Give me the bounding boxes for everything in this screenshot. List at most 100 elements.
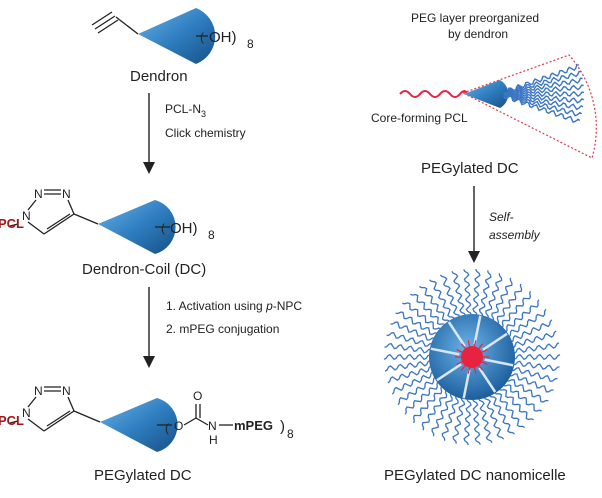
peg-chain [421,389,449,431]
step1-reagent: PCL-N3 [165,102,206,119]
triazole-n3: N [22,209,31,223]
peg-chain [439,274,461,320]
pcl-chain [456,359,466,365]
dendron-cone-icon [100,398,178,452]
peg-chain [383,353,433,361]
step1-click-chemistry: Click chemistry [165,126,246,140]
peg-chain [503,84,584,97]
peg-chain [511,353,561,361]
dendron-coil-structure: N N N ( OH) 8 [9,187,215,254]
subscript-8: 8 [208,228,215,242]
paren-open: ( [165,421,169,435]
pcl-chain [456,349,466,355]
linker-o: O [174,419,183,433]
peg-chain [511,360,560,372]
peg-chain [431,391,454,437]
paren-open: ( [161,221,165,235]
peg-chain [384,359,433,372]
pegylated-dc-label-left: PEGylated DC [94,467,192,484]
nanomicelle [383,268,561,446]
peg-chain [402,302,442,332]
triazole-n1: N [34,187,43,201]
peg-chain [391,370,436,395]
peg-chain [478,270,492,319]
peg-chain [404,380,442,415]
arrowhead-step-1 [143,162,155,174]
carbamate-n: N [208,419,217,433]
subscript-8: 8 [247,37,254,51]
step2-conjugation: 2. mPEG conjugation [166,322,279,336]
nanomicelle-label: PEGylated DC nanomicelle [384,467,566,484]
peg-chain [502,299,540,334]
peg-chain [463,396,472,446]
shell-dividers [430,315,514,399]
triazole-n3: N [22,406,31,420]
pcl-chain [476,362,484,371]
mpeg-label: mPEG [234,418,273,433]
peg-chain [493,389,525,429]
peg-chain [397,376,438,406]
dendron-coil-label: Dendron-Coil (DC) [82,261,206,278]
peg-chain [503,93,584,111]
dendron-label: Dendron [130,68,188,85]
peg-chain [498,386,534,421]
triazole-n1: N [34,384,43,398]
peg-chain [503,94,583,117]
peg-chain [503,92,585,104]
peg-chain [419,285,451,325]
peg-chain [503,90,585,98]
triazole-n2: N [62,384,71,398]
hydroxyl-label: OH) [209,29,237,46]
peg-chain [505,377,549,403]
peg-chain [412,385,445,424]
pcl-core [461,346,483,368]
pcl-chain [478,359,488,365]
pcl-core-chains [455,340,489,374]
peg-chain [503,95,581,123]
shell-divider [436,363,462,382]
peg-layer-annotation-2: by dendron [448,27,508,41]
pcl-chain [478,349,488,355]
pegylated-dc-label-right: PEGylated DC [421,160,519,177]
peg-chain [483,394,505,440]
peg-chain [386,331,435,347]
shell-divider [447,321,466,347]
shell-divider [462,369,471,399]
pcl-label: PCL [0,216,24,231]
core-pcl-annotation: Core-forming PCL [371,111,468,125]
step2-activation: 1. Activation using p-NPC [166,299,302,313]
pcl-coil [399,90,468,98]
shell-divider [484,358,514,367]
peg-chain [508,319,553,344]
dendron-cone-icon [138,8,216,64]
peg-chain [410,293,446,328]
peg-chain [503,70,581,96]
dendron-cone-icon [98,200,176,254]
peg-chain [499,290,532,329]
peg-chain [390,321,436,342]
dendron-cone-icon [464,80,509,108]
peg-chain [471,396,481,445]
peg-layer-annotation-1: PEG layer preorganized [411,11,539,25]
shell-divider [482,332,508,351]
peg-chain [472,268,481,318]
dendron-structure: ( OH) 8 [91,8,254,64]
carbamate-h: H [209,433,218,447]
peg-chain [463,269,473,318]
peg-chain [485,273,503,320]
subscript-8: 8 [287,427,294,441]
peg-chains [503,64,585,123]
peg-chain [508,372,554,393]
arrowhead-self-assembly [468,251,480,263]
peg-chain [509,367,558,383]
peg-chain [510,330,557,349]
peg-chain [488,392,515,435]
peg-chain [441,394,459,441]
peg-chain [503,77,583,96]
pcl-chain [467,340,471,350]
peg-chain [395,311,439,337]
peg-chain [429,279,456,322]
peg-chain [384,342,433,354]
shell-divider [473,315,482,345]
